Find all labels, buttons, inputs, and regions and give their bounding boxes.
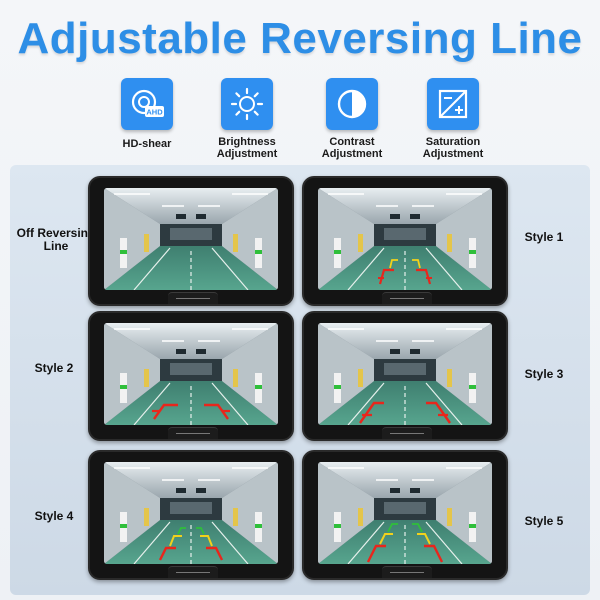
brightness-icon bbox=[221, 78, 273, 130]
feature-brightness: Brightness Adjustment bbox=[192, 78, 302, 160]
feature-label: Saturation Adjustment bbox=[422, 136, 484, 160]
saturation-icon bbox=[427, 78, 479, 130]
monitor-style-1 bbox=[302, 176, 508, 306]
monitor-style-4 bbox=[88, 450, 294, 580]
monitor-grid-panel: Off Reversing Line Style 1 Style 2 Style… bbox=[10, 165, 590, 595]
monitor-off bbox=[88, 176, 294, 306]
feature-hd-shear: AHD HD-shear bbox=[92, 78, 202, 150]
camera-screen bbox=[104, 323, 278, 425]
camera-screen bbox=[318, 188, 492, 290]
monitor-label: Style 4 bbox=[34, 509, 74, 523]
monitor-style-2 bbox=[88, 311, 294, 441]
feature-label: Contrast Adjustment bbox=[321, 136, 383, 160]
feature-label: Brightness Adjustment bbox=[216, 136, 278, 160]
monitor-label: Style 2 bbox=[34, 361, 74, 375]
contrast-icon bbox=[326, 78, 378, 130]
monitor-label: Style 1 bbox=[524, 230, 564, 244]
hd-shear-icon: AHD bbox=[121, 78, 173, 130]
monitor-label: Style 3 bbox=[524, 367, 564, 381]
monitor-style-5 bbox=[302, 450, 508, 580]
camera-screen bbox=[104, 462, 278, 564]
camera-screen bbox=[318, 323, 492, 425]
feature-saturation: Saturation Adjustment bbox=[398, 78, 508, 160]
page-title: Adjustable Reversing Line bbox=[17, 14, 583, 63]
feature-row: AHD HD-shear Brightness Adjustment bbox=[0, 78, 600, 160]
monitor-label: Style 5 bbox=[524, 514, 564, 528]
monitor-label: Off Reversing Line bbox=[16, 226, 96, 253]
monitor-style-3 bbox=[302, 311, 508, 441]
camera-screen bbox=[104, 188, 278, 290]
svg-text:AHD: AHD bbox=[146, 108, 163, 117]
feature-contrast: Contrast Adjustment bbox=[297, 78, 407, 160]
camera-screen bbox=[318, 462, 492, 564]
feature-label: HD-shear bbox=[122, 138, 172, 150]
